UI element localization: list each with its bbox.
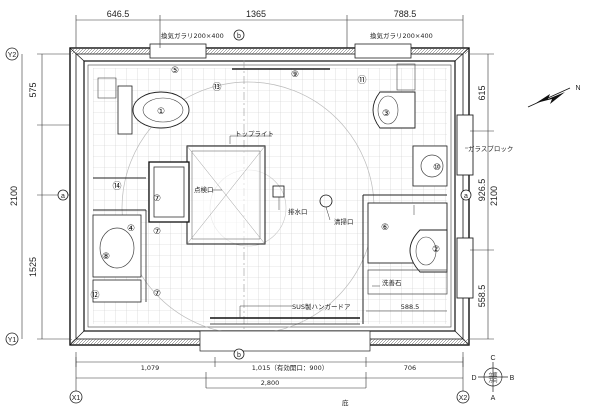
right-window: [456, 237, 474, 299]
inspection-hatch: [148, 161, 190, 223]
compass-d: D: [471, 375, 476, 382]
marker-8: ⑦: [153, 227, 161, 237]
dim-left-upper: 575: [28, 82, 38, 97]
compass-north: N: [575, 85, 580, 92]
compass-center-bottom: 方向: [489, 377, 498, 384]
marker-3: ③: [382, 109, 390, 119]
label-washstone: 洗善石: [382, 278, 402, 287]
marker-9: ⑦: [153, 289, 161, 299]
dim-bottom-right: 706: [404, 364, 416, 372]
axis-y2: Y2: [8, 52, 17, 59]
accessible-toilet: [367, 202, 448, 295]
compass-center-top: 立面: [489, 371, 498, 378]
label-inspection: 点検口: [194, 185, 214, 194]
marker-15: ⑬: [212, 82, 221, 93]
dim-right-mid-b: 2100: [489, 186, 499, 206]
dim-top-right: 788.5: [394, 9, 417, 19]
dim-top-left: 646.5: [107, 9, 130, 19]
glass-block-window: [456, 114, 474, 176]
marker-6: ⑥: [381, 223, 389, 233]
compass-b: B: [510, 375, 515, 382]
label-vent-left: 換気ガラリ200×400: [161, 31, 224, 40]
dim-left-mid: 2100: [9, 186, 19, 206]
axis-y1: Y1: [8, 337, 17, 344]
marker-13: ⑪: [357, 75, 366, 86]
marker-5: ⑤: [171, 66, 179, 76]
axis-x2: X2: [459, 395, 468, 402]
dim-inner-bottom: 588.5: [401, 303, 420, 311]
label-glass-block: ガラスブロック: [468, 144, 513, 153]
dim-bottom-total: 2,800: [261, 379, 280, 387]
marker-2: ②: [432, 245, 440, 255]
compass-a: A: [491, 395, 496, 402]
dimension-lines: [21, 15, 494, 398]
label-toplight: トップライト: [235, 130, 274, 138]
grid-axes: [5, 29, 472, 404]
axis-b-top: b: [237, 33, 241, 40]
sliding-door: [199, 317, 371, 352]
partitions: [93, 68, 447, 324]
vent-grilles: [149, 43, 412, 59]
toplight: [186, 145, 266, 245]
label-cleanout: 清掃口: [334, 217, 354, 226]
label-bottom-edge: 庇: [342, 398, 349, 407]
label-sus-door: SUS製ハンガードア: [292, 302, 351, 311]
dim-top-mid: 1365: [246, 9, 266, 19]
marker-1: ①: [157, 107, 165, 117]
marker-layer: ① ② ③ ④ ⑤ ⑥ ⑦ ⑦ ⑦ ⑧ ⑨ ⑩ ⑪ ⑫ ⑬ ⑭: [90, 66, 441, 301]
label-vent-right: 換気ガラリ200×400: [370, 31, 433, 40]
north-arrow-icon: [527, 87, 571, 108]
marker-7: ⑦: [153, 194, 161, 204]
dim-right-lower: 558.5: [477, 285, 487, 308]
marker-4: ④: [127, 224, 135, 234]
marker-16: ⑭: [112, 181, 121, 192]
axis-a-right: a: [464, 193, 468, 200]
label-drain: 排水口: [288, 207, 308, 216]
sink-right: [412, 145, 448, 187]
dim-bottom-left: 1,079: [141, 364, 160, 372]
dim-left-lower: 1525: [28, 257, 38, 277]
toilet-left: [97, 77, 190, 135]
marker-10: ⑧: [102, 252, 110, 262]
axis-x1: X1: [72, 395, 81, 402]
marker-11: ⑨: [291, 70, 299, 80]
marker-12: ⑩: [433, 163, 441, 173]
urinal-right: [372, 63, 416, 129]
dim-right-upper: 615: [477, 85, 487, 100]
elevation-key: [478, 362, 508, 392]
dim-right-mid-a: 926.5: [477, 179, 487, 202]
sink-left: [92, 214, 142, 303]
leader-lines: [212, 135, 468, 318]
axis-b-bottom: b: [237, 352, 241, 359]
compass-c: C: [490, 355, 495, 362]
axis-a-left: a: [61, 193, 65, 200]
drain: [272, 185, 285, 198]
dim-bottom-mid: 1,015（有効開口：900）: [252, 363, 329, 372]
marker-14: ⑫: [90, 290, 99, 301]
